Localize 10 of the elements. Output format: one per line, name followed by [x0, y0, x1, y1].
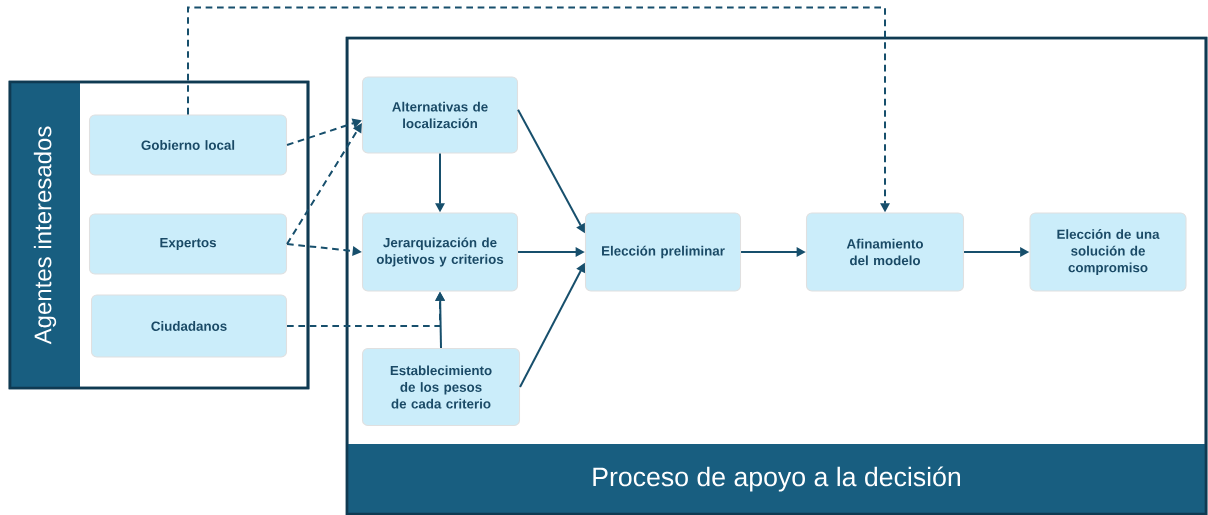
process-box: Jerarquización de objetivos y criterios	[361, 212, 519, 292]
process-box: Elección de una solución de compromiso	[1029, 212, 1187, 292]
process-box: Elección preliminar	[584, 212, 742, 292]
arrow	[286, 123, 362, 245]
process-box: Establecimiento de los pesos de cada criterio	[361, 347, 521, 427]
stakeholder-box: Ciudadanos	[90, 294, 288, 358]
process-box: Afinamiento del modelo	[805, 212, 965, 292]
stakeholder-box: Expertos	[88, 213, 288, 275]
stakeholder-box: Gobierno local	[88, 114, 288, 176]
process-box: Alternativas de localización	[361, 76, 519, 154]
